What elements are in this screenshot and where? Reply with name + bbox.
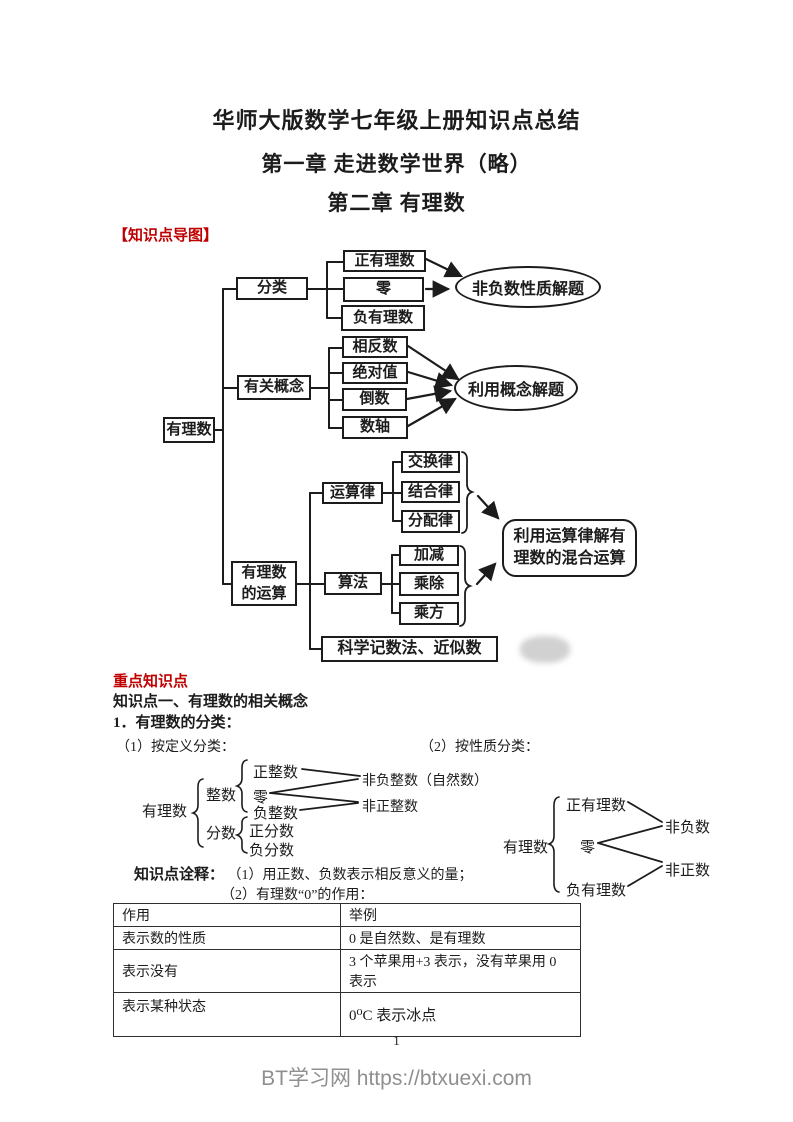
map-node-associative: 结合律 <box>401 481 460 503</box>
def-nonneg-int-label: 非负整数（自然数） <box>362 774 488 789</box>
map-node-add-sub: 加减 <box>399 545 459 566</box>
map-ellipse-concept-solve: 利用概念解题 <box>454 365 578 411</box>
map-node-sci-notation: 科学记数法、近似数 <box>321 636 498 662</box>
table-cell: 0 是自然数、是有理数 <box>340 926 581 950</box>
table-cell: 表示某种状态 <box>113 992 341 1037</box>
prop-pos-label: 正有理数 <box>566 798 627 814</box>
table-cell: 3 个苹果用+3 表示，没有苹果用 0 表示 <box>340 949 581 993</box>
note-line1: 知识点诠释： （1）用正数、负数表示相反意义的量； <box>134 863 473 884</box>
table-row: 表示数的性质 0 是自然数、是有理数 <box>113 926 581 950</box>
mindmap-braces <box>459 451 475 627</box>
map-node-number-line: 数轴 <box>342 416 408 439</box>
map-node-neg-rational: 负有理数 <box>341 305 425 331</box>
by-property-label: （2）按性质分类： <box>420 740 539 755</box>
map-node-op-laws: 运算律 <box>322 482 383 504</box>
map-node-mixed-operation-result: 利用运算律解有 理数的混合运算 <box>502 519 637 577</box>
map-node-classify: 分类 <box>236 277 308 300</box>
def-pos-int-label: 正整数 <box>253 765 299 781</box>
map-node-absolute: 绝对值 <box>342 362 408 384</box>
page-number: 1 <box>393 1033 400 1048</box>
table-cell: 表示数的性质 <box>113 926 341 950</box>
prop-nonneg-label: 非负数 <box>665 820 711 836</box>
def-fraction-label: 分数 <box>206 826 237 842</box>
table-header-row: 作用 举例 <box>113 903 581 927</box>
topic1-heading: 知识点一、有理数的相关概念 <box>113 694 309 710</box>
table-cell: 0⁰C 表示冰点 <box>340 992 581 1037</box>
map-node-pos-rational: 正有理数 <box>343 250 426 272</box>
map-ellipse-nonneg-solve: 非负数性质解题 <box>455 266 601 308</box>
map-node-zero: 零 <box>343 277 424 302</box>
def-zero-label: 零 <box>253 790 269 806</box>
prop-diagram-brace <box>546 796 560 893</box>
table-header-role: 作用 <box>113 903 341 927</box>
def-integer-label: 整数 <box>206 788 237 804</box>
prop-neg-label: 负有理数 <box>566 883 627 899</box>
mindmap-section-label: 【知识点导图】 <box>113 228 219 244</box>
zero-usage-table: 作用 举例 表示数的性质 0 是自然数、是有理数 表示没有 3 个苹果用+3 表… <box>113 903 581 1037</box>
key-points-heading: 重点知识点 <box>113 674 189 690</box>
map-node-methods: 算法 <box>324 572 382 595</box>
map-node-distributive: 分配律 <box>401 510 460 533</box>
prop-root-label: 有理数 <box>503 840 549 856</box>
map-node-opposite: 相反数 <box>342 336 408 358</box>
map-node-commutative: 交换律 <box>401 451 460 473</box>
prop-nonpos-label: 非正数 <box>665 863 711 879</box>
table-row: 表示某种状态 0⁰C 表示冰点 <box>113 992 581 1037</box>
watermark-text: BT学习网 https://btxuexi.com <box>261 1067 532 1090</box>
chapter1-heading: 第一章 走进数学世界（略） <box>261 152 532 176</box>
map-node-power: 乘方 <box>399 602 459 625</box>
note-line2: （2）有理数“0”的作用： <box>221 888 374 903</box>
prop-zero-label: 零 <box>580 840 596 856</box>
map-node-reciprocal: 倒数 <box>342 388 407 411</box>
map-node-operations: 有理数 的运算 <box>231 561 297 606</box>
def-nonpos-int-label: 非正整数 <box>362 800 418 815</box>
note-label: 知识点诠释： <box>134 867 225 883</box>
map-node-root: 有理数 <box>163 417 215 443</box>
item1-heading: 1．有理数的分类： <box>113 715 241 731</box>
def-neg-frac-label: 负分数 <box>249 843 295 859</box>
by-definition-label: （1）按定义分类： <box>116 740 235 755</box>
table-header-example: 举例 <box>340 903 581 927</box>
note-text1: （1）用正数、负数表示相反意义的量； <box>227 868 473 883</box>
map-node-mul-div: 乘除 <box>399 572 459 596</box>
scan-smudge <box>520 636 570 663</box>
table-row: 表示没有 3 个苹果用+3 表示，没有苹果用 0 表示 <box>113 949 581 993</box>
table-cell: 表示没有 <box>113 949 341 993</box>
page-title: 华师大版数学七年级上册知识点总结 <box>212 108 581 133</box>
def-neg-int-label: 负整数 <box>253 806 299 822</box>
def-pos-frac-label: 正分数 <box>249 824 295 840</box>
map-node-concepts: 有关概念 <box>237 375 311 400</box>
chapter2-heading: 第二章 有理数 <box>327 191 466 215</box>
def-root-label: 有理数 <box>142 804 188 820</box>
